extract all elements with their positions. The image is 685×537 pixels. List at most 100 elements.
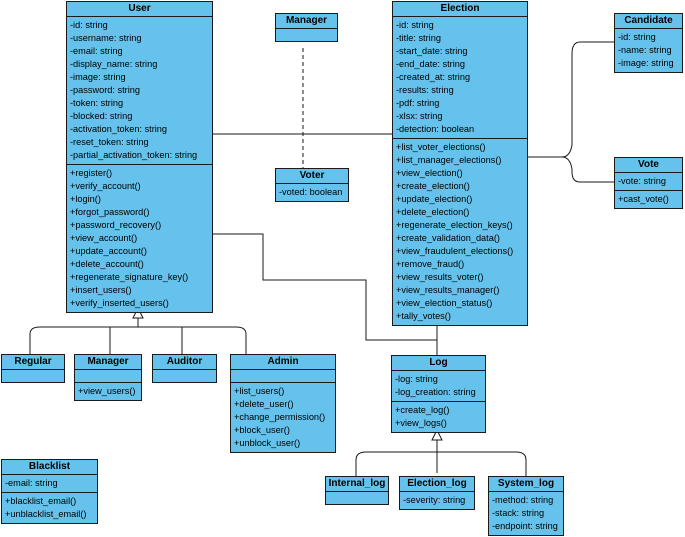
method: +list_manager_elections(): [396, 155, 502, 165]
class-system-log[interactable]: System_log -method: string -stack: strin…: [488, 476, 564, 536]
class-blacklist-attributes: -email: string: [2, 475, 97, 493]
class-blacklist-title: Blacklist: [2, 460, 97, 475]
method: +update_account(): [70, 246, 147, 256]
attribute: -name: string: [618, 45, 672, 55]
generalization-user: [29, 306, 247, 354]
class-user[interactable]: User -id: string -username: string -emai…: [66, 1, 213, 313]
attribute: -results: string: [396, 85, 454, 95]
method: +verify_inserted_users(): [70, 298, 169, 308]
class-manager-top-title: Manager: [276, 14, 337, 29]
method: +create_validation_data(): [396, 233, 500, 243]
method: +delete_user(): [234, 399, 294, 409]
attribute: -method: string: [492, 495, 554, 505]
method: +block_user(): [234, 425, 290, 435]
class-internal-log[interactable]: Internal_log: [325, 476, 389, 505]
class-system-log-attributes: -method: string -stack: string -endpoint…: [489, 492, 563, 535]
method: +view_results_voter(): [396, 272, 484, 282]
class-vote[interactable]: Vote -vote: string +cast_vote(): [614, 157, 683, 209]
class-manager-sub-title: Manager: [75, 355, 141, 370]
class-vote-methods: +cast_vote(): [615, 191, 682, 208]
class-admin[interactable]: Admin +list_users() +delete_user() +chan…: [230, 354, 336, 453]
class-candidate[interactable]: Candidate -id: string -name: string -ima…: [614, 13, 683, 73]
attribute: -voted: boolean: [279, 187, 343, 197]
class-voter-title: Voter: [276, 169, 348, 184]
class-internal-log-body: [326, 492, 388, 504]
class-voter[interactable]: Voter -voted: boolean: [275, 168, 349, 202]
attribute: -xlsx: string: [396, 111, 443, 121]
class-manager-top[interactable]: Manager: [275, 13, 338, 42]
attribute: -title: string: [396, 33, 441, 43]
attribute: -stack: string: [492, 508, 545, 518]
attribute: -blocked: string: [70, 111, 133, 121]
method: +create_election(): [396, 181, 470, 191]
method: +unblock_user(): [234, 438, 301, 448]
attribute: -end_date: string: [396, 59, 465, 69]
attribute: -token: string: [70, 98, 124, 108]
class-candidate-title: Candidate: [615, 14, 682, 29]
attribute: -reset_token: string: [70, 137, 149, 147]
attribute: -log_creation: string: [395, 387, 476, 397]
class-log-attributes: -log: string -log_creation: string: [392, 371, 485, 402]
method: +verify_account(): [70, 181, 141, 191]
method: +insert_users(): [70, 285, 132, 295]
class-auditor[interactable]: Auditor: [152, 354, 217, 383]
attribute: -endpoint: string: [492, 521, 558, 531]
class-manager-top-body: [276, 29, 337, 41]
attribute: -display_name: string: [70, 59, 158, 69]
class-admin-attributes: [231, 370, 335, 383]
attribute: -image: string: [70, 72, 126, 82]
class-log[interactable]: Log -log: string -log_creation: string +…: [391, 355, 486, 433]
attribute: -vote: string: [618, 176, 666, 186]
attribute: -severity: string: [403, 495, 466, 505]
attribute: -log: string: [395, 374, 438, 384]
class-log-title: Log: [392, 356, 485, 371]
method: +delete_account(): [70, 259, 144, 269]
class-admin-title: Admin: [231, 355, 335, 370]
attribute: -id: string: [618, 32, 656, 42]
class-election-log[interactable]: Election_log -severity: string: [399, 476, 475, 510]
class-blacklist-methods: +blacklist_email() +unblacklist_email(): [2, 493, 97, 523]
method: +view_users(): [78, 386, 136, 396]
method: +view_logs(): [395, 418, 447, 428]
class-vote-attributes: -vote: string: [615, 173, 682, 191]
class-regular[interactable]: Regular: [1, 354, 65, 383]
method: +remove_fraud(): [396, 259, 465, 269]
attribute: -image: string: [618, 58, 674, 68]
class-regular-body: [2, 370, 64, 382]
method: +list_voter_elections(): [396, 142, 486, 152]
class-election-log-title: Election_log: [400, 477, 474, 492]
method: +delete_election(): [396, 207, 470, 217]
attribute: -id: string: [396, 20, 434, 30]
attribute: -created_at: string: [396, 72, 471, 82]
attribute: -start_date: string: [396, 46, 468, 56]
attribute: -email: string: [70, 46, 123, 56]
method: +regenerate_election_keys(): [396, 220, 513, 230]
class-manager-sub[interactable]: Manager +view_users(): [74, 354, 142, 401]
method: +change_permission(): [234, 412, 326, 422]
class-system-log-title: System_log: [489, 477, 563, 492]
class-blacklist[interactable]: Blacklist -email: string +blacklist_emai…: [1, 459, 98, 524]
assoc-election-candidate-vote: [528, 41, 614, 183]
class-manager-sub-attributes: [75, 370, 141, 383]
attribute: -partial_activation_token: string: [70, 150, 198, 160]
method: +password_recovery(): [70, 220, 162, 230]
method: +view_fraudulent_elections(): [396, 246, 514, 256]
class-log-methods: +create_log() +view_logs(): [392, 402, 485, 432]
attribute: -username: string: [70, 33, 142, 43]
class-user-title: User: [67, 2, 212, 17]
generalization-log: [355, 428, 527, 476]
class-regular-title: Regular: [2, 355, 64, 370]
method: +view_election_status(): [396, 298, 493, 308]
class-auditor-title: Auditor: [153, 355, 216, 370]
method: +view_election(): [396, 168, 463, 178]
attribute: -email: string: [5, 478, 58, 488]
class-election[interactable]: Election -id: string -title: string -sta…: [392, 1, 528, 326]
method: +register(): [70, 168, 113, 178]
attribute: -activation_token: string: [70, 124, 168, 134]
method: +view_account(): [70, 233, 138, 243]
method: +list_users(): [234, 386, 285, 396]
class-vote-title: Vote: [615, 158, 682, 173]
class-manager-sub-methods: +view_users(): [75, 383, 141, 400]
method: +create_log(): [395, 405, 450, 415]
